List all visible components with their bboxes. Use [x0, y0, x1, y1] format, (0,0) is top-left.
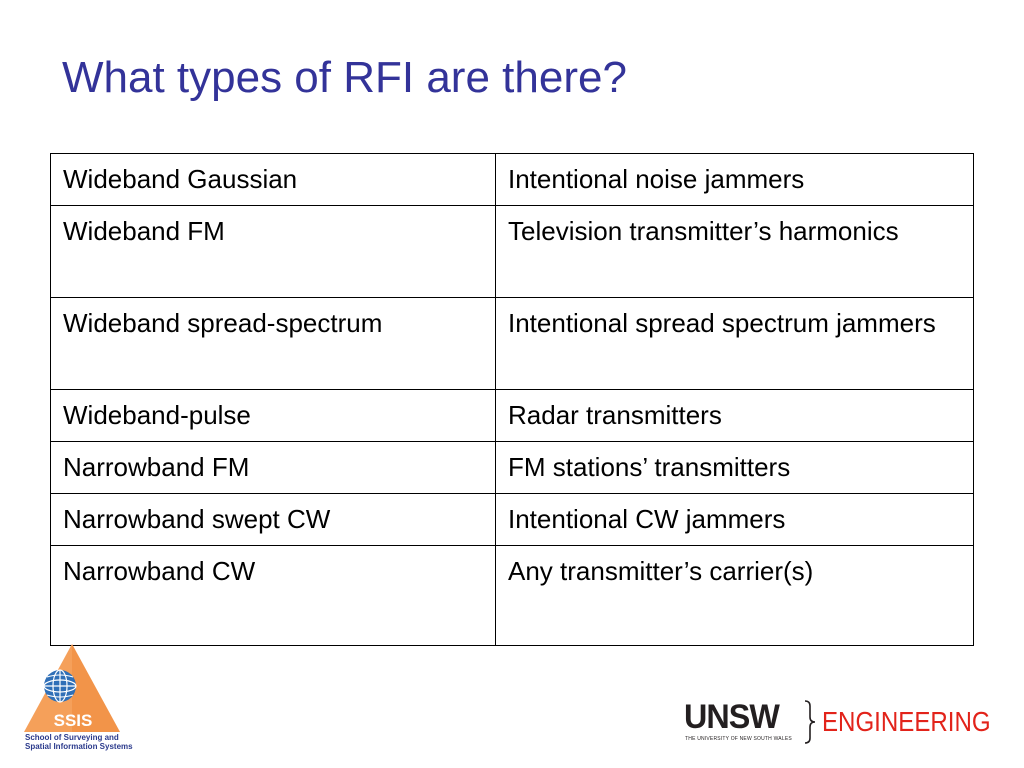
ssis-logo: SSIS [22, 642, 128, 754]
rfi-source-cell: Television transmitter’s harmonics [495, 205, 974, 298]
ssis-acronym: SSIS [54, 711, 93, 730]
rfi-type-cell: Narrowband CW [50, 545, 496, 646]
rfi-source-cell: Intentional spread spectrum jammers [495, 297, 974, 390]
rfi-type-cell: Wideband Gaussian [50, 153, 496, 206]
rfi-type-cell: Wideband FM [50, 205, 496, 298]
globe-icon [43, 669, 77, 703]
rfi-type-cell: Narrowband swept CW [50, 493, 496, 546]
rfi-source-cell: Any transmitter’s carrier(s) [495, 545, 974, 646]
rfi-source-cell: Radar transmitters [495, 389, 974, 442]
table-row: Wideband-pulse Radar transmitters [50, 389, 974, 442]
unsw-subtext: THE UNIVERSITY OF NEW SOUTH WALES [685, 736, 792, 742]
ssis-caption-line: School of Surveying and [25, 733, 119, 742]
unsw-engineering-logo: UNSW THE UNIVERSITY OF NEW SOUTH WALES E… [684, 700, 994, 748]
rfi-type-cell: Wideband-pulse [50, 389, 496, 442]
rfi-type-cell: Wideband spread-spectrum [50, 297, 496, 390]
table-row: Wideband FM Television transmitter’s har… [50, 205, 974, 298]
table-row: Wideband Gaussian Intentional noise jamm… [50, 153, 974, 206]
rfi-types-table: Wideband Gaussian Intentional noise jamm… [50, 153, 974, 646]
rfi-source-cell: Intentional CW jammers [495, 493, 974, 546]
table-row: Narrowband swept CW Intentional CW jamme… [50, 493, 974, 546]
ssis-caption: School of Surveying and Spatial Informat… [25, 733, 135, 751]
engineering-label: ENGINEERING [822, 706, 991, 737]
slide-title: What types of RFI are there? [62, 53, 627, 102]
table-row: Narrowband FM FM stations’ transmitters [50, 441, 974, 494]
rfi-source-cell: Intentional noise jammers [495, 153, 974, 206]
table-row: Wideband spread-spectrum Intentional spr… [50, 297, 974, 390]
unsw-wordmark: UNSW [684, 698, 780, 736]
table-row: Narrowband CW Any transmitter’s carrier(… [50, 545, 974, 646]
ssis-caption-line: Spatial Information Systems [25, 742, 133, 751]
rfi-source-cell: FM stations’ transmitters [495, 441, 974, 494]
brace-icon [804, 700, 816, 744]
rfi-type-cell: Narrowband FM [50, 441, 496, 494]
ssis-triangle-icon: SSIS [24, 644, 120, 732]
